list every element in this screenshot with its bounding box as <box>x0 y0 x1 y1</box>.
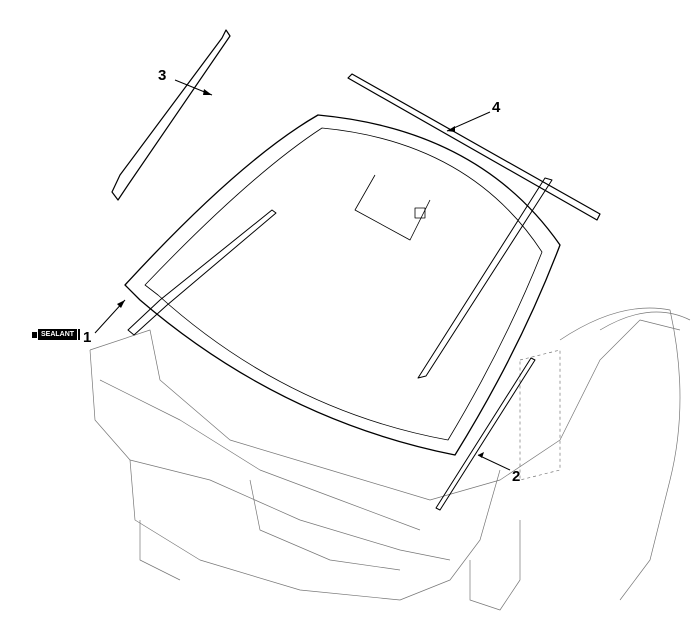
side-moulding-left <box>111 29 231 201</box>
roof-moulding <box>347 73 601 221</box>
vehicle-body <box>89 307 691 611</box>
cowl-strip <box>435 357 536 511</box>
sealant-icon: SEALANT <box>32 329 81 340</box>
windshield-glass <box>124 114 561 456</box>
callout-3: 3 <box>158 67 167 84</box>
callout-4: 4 <box>492 99 501 116</box>
leader-lines <box>94 79 511 471</box>
side-strip-left <box>127 209 277 336</box>
sealant-label: SEALANT <box>38 329 78 340</box>
side-strip-right <box>417 177 553 379</box>
callout-2: 2 <box>512 468 521 485</box>
callout-1: 1 <box>83 329 92 346</box>
